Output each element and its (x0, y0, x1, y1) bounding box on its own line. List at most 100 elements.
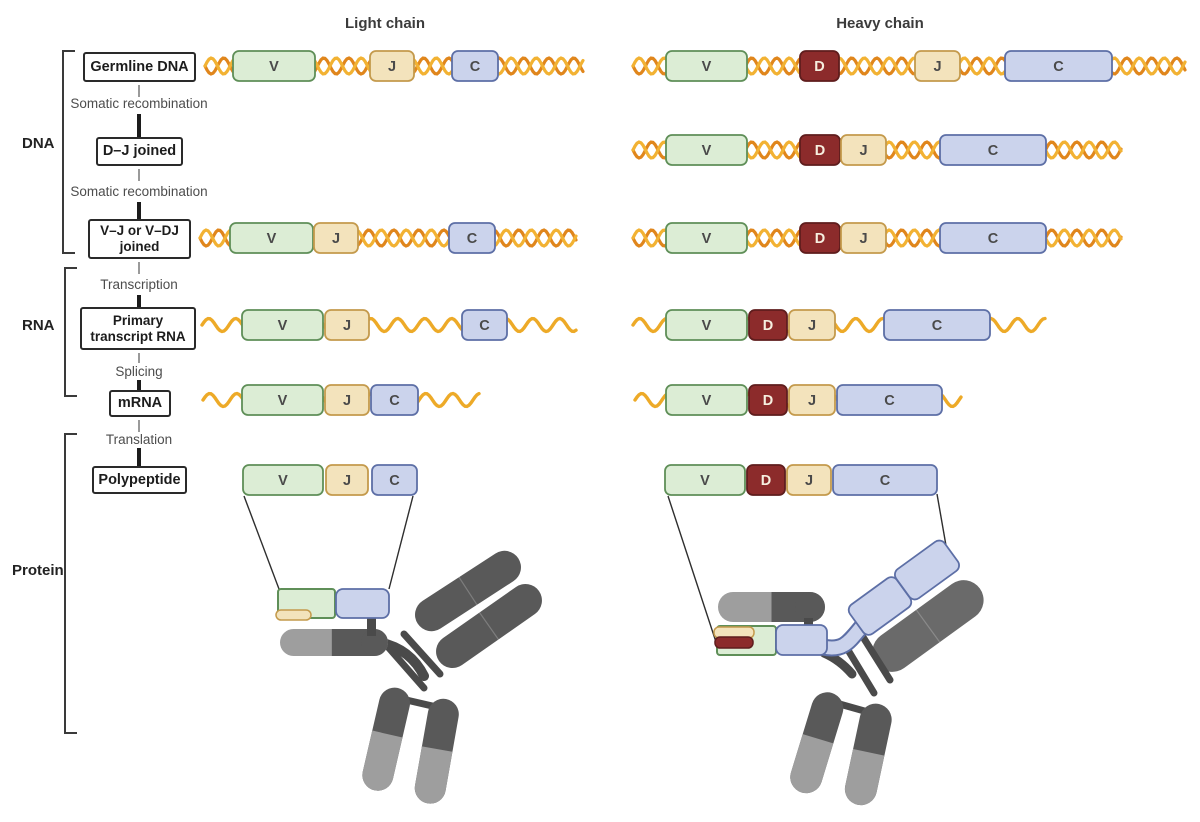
segment-j-box: J (325, 464, 369, 496)
group-label-rna: RNA (22, 317, 55, 334)
segment-label: V (269, 59, 279, 75)
segment-v-box: V (665, 50, 748, 82)
connector-line (137, 114, 141, 137)
zoom-callout-line (667, 495, 717, 643)
segment-c-box: C (832, 464, 938, 496)
connector-line (138, 420, 140, 432)
segment-label: J (805, 473, 813, 489)
segment-label: V (278, 318, 288, 334)
segment-c-box: C (371, 464, 418, 496)
segment-j-box: J (324, 384, 370, 416)
antibody-hinge (400, 630, 444, 678)
connector-line (138, 169, 140, 181)
step-label-transcription: Transcription (100, 277, 178, 292)
segment-d-box: D (746, 464, 786, 496)
segment-j-box: J (788, 384, 836, 416)
segment-j-box: J (369, 50, 415, 82)
zoom-callout-line (243, 495, 280, 590)
segment-label: D (763, 393, 773, 409)
zoom-heavy-c3-region (894, 539, 960, 601)
antibody-stem (367, 614, 376, 636)
segment-v-box: V (665, 222, 748, 254)
antibody-leg (414, 698, 459, 804)
segment-label: J (343, 318, 351, 334)
group-label-dna: DNA (22, 135, 55, 152)
stage-box-vdj-joined: V–J or V–DJ joined (88, 219, 191, 259)
antibody-hinge (384, 643, 428, 692)
segment-c-box: C (883, 309, 991, 341)
segment-v-box: V (242, 464, 324, 496)
segment-v-box: V (665, 309, 748, 341)
segment-v-box: V (229, 222, 314, 254)
antibody-arm (436, 583, 542, 669)
segment-c-box: C (451, 50, 499, 82)
segment-j-box: J (788, 309, 836, 341)
zoom-light-j-region (275, 609, 312, 621)
step-label-translation: Translation (105, 432, 173, 447)
antibody-leg (844, 703, 892, 806)
connector-line (137, 295, 141, 307)
step-label-somatic-recombination-2: Somatic recombination (70, 184, 208, 199)
zoom-callout-line (388, 495, 414, 590)
segment-label: V (702, 59, 712, 75)
segment-c-box: C (939, 134, 1047, 166)
segment-j-box: J (313, 222, 359, 254)
stage-box-germline-dna: Germline DNA (83, 52, 196, 82)
segment-label: J (332, 231, 340, 247)
segment-label: J (859, 231, 867, 247)
antibody-arm (872, 580, 984, 672)
step-label-splicing: Splicing (115, 364, 163, 379)
group-label-protein: Protein (12, 562, 64, 579)
segment-label: C (988, 143, 999, 159)
segment-v-box: V (232, 50, 316, 82)
segment-label: J (343, 393, 351, 409)
segment-c-box: C (1004, 50, 1113, 82)
segment-label: D (815, 231, 825, 247)
rna-bracket (64, 267, 77, 397)
segment-label: C (884, 393, 895, 409)
connector-line (138, 262, 140, 274)
segment-label: V (702, 143, 712, 159)
segment-label: C (880, 473, 891, 489)
segment-c-box: C (836, 384, 943, 416)
segment-label: V (267, 231, 277, 247)
antibody-hinge (844, 646, 878, 697)
segment-d-box: D (799, 222, 841, 254)
segment-label: J (343, 473, 351, 489)
dna-bracket (62, 50, 75, 254)
light-chain-header: Light chain (345, 15, 425, 32)
stage-box-polypeptide: Polypeptide (92, 466, 187, 494)
segment-label: J (933, 59, 941, 75)
segment-label: J (859, 143, 867, 159)
segment-label: D (815, 143, 825, 159)
segment-c-box: C (370, 384, 419, 416)
segment-label: C (467, 231, 478, 247)
zoom-light-c-region (335, 588, 390, 619)
segment-label: C (932, 318, 943, 334)
segment-c-box: C (461, 309, 508, 341)
antibody-hinge (859, 633, 894, 684)
antibody-arm (415, 550, 521, 632)
segment-label: V (700, 473, 710, 489)
segment-c-box: C (448, 222, 496, 254)
segment-j-box: J (840, 134, 887, 166)
segment-j-box: J (324, 309, 370, 341)
segment-c-box: C (939, 222, 1047, 254)
stage-box-mrna: mRNA (109, 390, 171, 417)
segment-label: V (278, 473, 288, 489)
segment-label: V (278, 393, 288, 409)
segment-j-box: J (786, 464, 832, 496)
segment-label: J (808, 318, 816, 334)
segment-label: V (702, 318, 712, 334)
segment-label: J (808, 393, 816, 409)
segment-label: C (1053, 59, 1064, 75)
connector-line (137, 448, 141, 466)
segment-label: C (470, 59, 481, 75)
connector-line (137, 202, 141, 219)
segment-label: C (389, 393, 400, 409)
step-label-somatic-recombination-1: Somatic recombination (70, 96, 208, 111)
segment-label: D (761, 473, 771, 489)
segment-label: C (389, 473, 400, 489)
